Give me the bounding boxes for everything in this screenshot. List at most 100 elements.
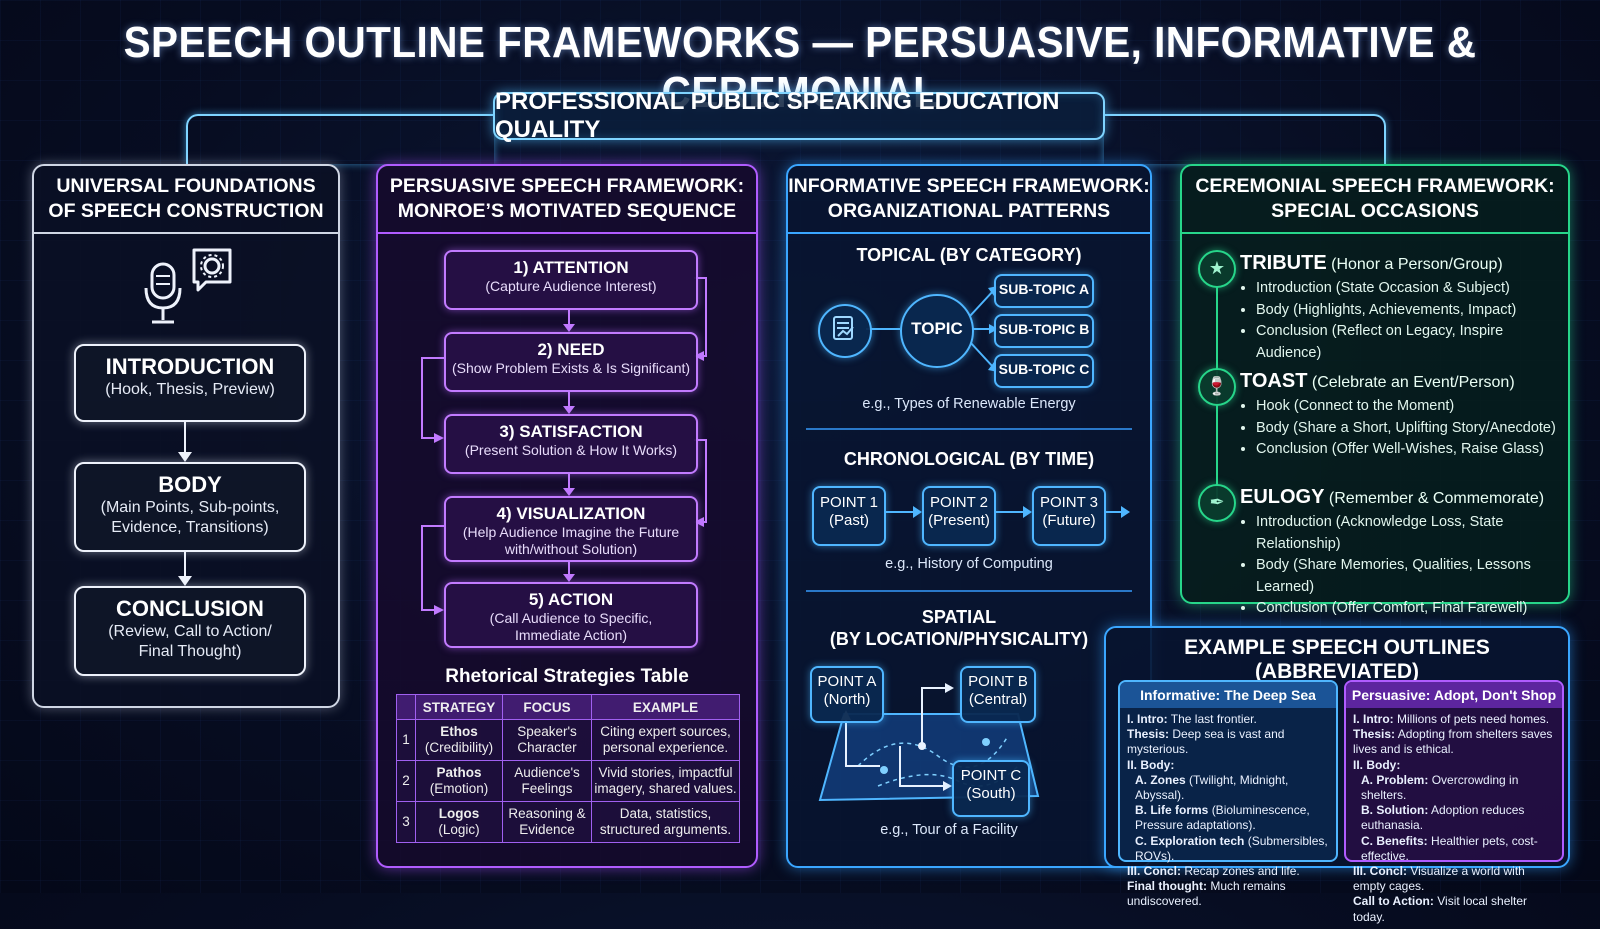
- strategy-cell: Logos(Logic): [415, 801, 503, 843]
- eulogy-item: EULOGY (Remember & Commemorate) Introduc…: [1240, 486, 1558, 620]
- tribute-bullets: Introduction (State Occasion & Subject) …: [1240, 278, 1558, 364]
- informative-example-card: Informative: The Deep Sea I. Intro: The …: [1118, 680, 1338, 908]
- arrow-right: [994, 506, 1032, 518]
- divider: [1182, 232, 1568, 234]
- arrow-down: [178, 420, 192, 462]
- ceremonial-heading: CEREMONIAL SPEECH FRAMEWORK:SPECIAL OCCA…: [1195, 175, 1555, 222]
- divider: [788, 232, 1150, 234]
- chrono-point-1: POINT 1(Past): [812, 486, 886, 546]
- example-cell: Citing expert sources,personal experienc…: [591, 719, 740, 761]
- connector-left: [186, 114, 494, 164]
- topical-example: e.g., Types of Renewable Energy: [862, 396, 1076, 412]
- focus-cell: Reasoning &Evidence: [502, 801, 592, 843]
- divider: [34, 232, 338, 234]
- card-body: I. Intro: Millions of pets need homes. T…: [1353, 712, 1553, 924]
- document-chart-icon: [818, 304, 872, 358]
- tribute-item: TRIBUTE (Honor a Person/Group) Introduct…: [1240, 252, 1558, 364]
- body-step: BODY (Main Points, Sub-points, Evidence,…: [74, 462, 306, 552]
- strategy-cell: Pathos(Emotion): [415, 760, 503, 802]
- row-number: 1: [396, 719, 416, 761]
- topical-title: TOPICAL (BY CATEGORY): [856, 245, 1082, 265]
- card-header: Persuasive: Adopt, Don't Shop: [1346, 682, 1562, 708]
- card-header: Informative: The Deep Sea: [1120, 682, 1336, 708]
- hand-award-icon: ★: [1198, 250, 1236, 288]
- table-header-cell: STRATEGY: [415, 694, 503, 720]
- spatial-point-a: POINT A(North): [810, 666, 884, 723]
- list-item: Hook (Connect to the Moment): [1256, 396, 1558, 418]
- toast-bullets: Hook (Connect to the Moment) Body (Share…: [1240, 396, 1558, 461]
- step-visualization: 4) VISUALIZATION (Help Audience Imagine …: [444, 496, 698, 562]
- examples-title: EXAMPLE SPEECH OUTLINES (ABBREVIATED): [1184, 636, 1490, 683]
- subtitle-banner: PROFESSIONAL PUBLIC SPEAKING EDUCATION Q…: [493, 88, 1105, 143]
- divider: [806, 590, 1132, 592]
- list-item: Introduction (Acknowledge Loss, State Re…: [1256, 512, 1558, 555]
- arrow-down: [563, 308, 575, 332]
- topic-node: TOPIC: [900, 294, 974, 368]
- row-number: 2: [396, 760, 416, 802]
- list-item: Introduction (State Occasion & Subject): [1256, 278, 1558, 300]
- divider: [806, 428, 1132, 430]
- chrono-point-2: POINT 2(Present): [922, 486, 996, 546]
- chronological-title: CHRONOLOGICAL (BY TIME): [843, 449, 1095, 469]
- introduction-step: INTRODUCTION (Hook, Thesis, Preview): [74, 344, 306, 422]
- spatial-example: e.g., Tour of a Facility: [880, 822, 1018, 838]
- arrow-right: [1104, 506, 1130, 518]
- rhetorical-strategies-table: STRATEGY FOCUS EXAMPLE 1 Ethos(Credibili…: [396, 694, 740, 843]
- sequence-loop-lines: [421, 277, 707, 615]
- informative-heading: INFORMATIVE SPEECH FRAMEWORK:ORGANIZATIO…: [788, 175, 1150, 222]
- spatial-title: SPATIAL (BY LOCATION/PHYSICALITY): [829, 607, 1089, 649]
- list-item: Body (Highlights, Achievements, Impact): [1256, 300, 1558, 322]
- table-header-cell: FOCUS: [502, 694, 592, 720]
- strategy-cell: Ethos(Credibility): [415, 719, 503, 761]
- ceremonial-framework-panel: CEREMONIAL SPEECH FRAMEWORK:SPECIAL OCCA…: [1180, 164, 1570, 616]
- card-body: I. Intro: The last frontier. Thesis: Dee…: [1127, 712, 1328, 909]
- glasses-icon: 🍷: [1198, 368, 1236, 406]
- page-title: SPEECH OUTLINE FRAMEWORKS — PERSUASIVE, …: [123, 18, 1477, 117]
- example-outlines-panel: EXAMPLE SPEECH OUTLINES (ABBREVIATED) In…: [1104, 626, 1570, 924]
- arrow-right: [884, 506, 922, 518]
- sub-topic-c: SUB-TOPIC C: [994, 354, 1094, 388]
- persuasive-example-card: Persuasive: Adopt, Don't Shop I. Intro: …: [1344, 680, 1564, 924]
- persuasive-framework-panel: PERSUASIVE SPEECH FRAMEWORK:MONROE’S MOT…: [376, 164, 758, 868]
- microphone-gear-icon: [144, 248, 232, 324]
- persuasive-heading: PERSUASIVE SPEECH FRAMEWORK:MONROE’S MOT…: [389, 175, 745, 222]
- feather-icon: ✒: [1198, 484, 1236, 522]
- list-item: Conclusion (Offer Well-Wishes, Raise Gla…: [1256, 439, 1558, 461]
- toast-item: TOAST (Celebrate an Event/Person) Hook (…: [1240, 370, 1558, 461]
- step-attention: 1) ATTENTION (Capture Audience Interest): [444, 250, 698, 310]
- list-item: Body (Share Memories, Qualities, Lessons…: [1256, 555, 1558, 598]
- arrow-down: [563, 390, 575, 414]
- eulogy-bullets: Introduction (Acknowledge Loss, State Re…: [1240, 512, 1558, 620]
- spatial-point-c: POINT C(South): [952, 760, 1030, 817]
- list-item: Body (Share a Short, Uplifting Story/Ane…: [1256, 418, 1558, 440]
- example-cell: Data, statistics,structured arguments.: [591, 801, 740, 843]
- list-item: Conclusion (Reflect on Legacy, Inspire A…: [1256, 321, 1558, 364]
- list-item: Conclusion (Offer Comfort, Final Farewel…: [1256, 598, 1558, 620]
- step-satisfaction: 3) SATISFACTION (Present Solution & How …: [444, 414, 698, 474]
- chronological-example: e.g., History of Computing: [885, 556, 1053, 572]
- rhetorical-table-title: Rhetorical Strategies Table: [445, 666, 689, 687]
- table-header-cell: EXAMPLE: [591, 694, 740, 720]
- informative-framework-panel: INFORMATIVE SPEECH FRAMEWORK:ORGANIZATIO…: [786, 164, 1152, 868]
- arrow-down: [563, 472, 575, 496]
- arrow-down: [178, 550, 192, 586]
- table-header-row: STRATEGY FOCUS EXAMPLE: [396, 694, 740, 720]
- step-need: 2) NEED (Show Problem Exists & Is Signif…: [444, 332, 698, 392]
- divider: [378, 232, 756, 234]
- sub-topic-a: SUB-TOPIC A: [994, 274, 1094, 308]
- sub-topic-b: SUB-TOPIC B: [994, 314, 1094, 348]
- table-row: 3 Logos(Logic) Reasoning &Evidence Data,…: [396, 801, 740, 843]
- table-header-cell: [396, 694, 416, 720]
- chrono-point-3: POINT 3(Future): [1032, 486, 1106, 546]
- spatial-point-b: POINT B(Central): [960, 666, 1036, 723]
- row-number: 3: [396, 801, 416, 843]
- conclusion-step: CONCLUSION (Review, Call to Action/ Fina…: [74, 586, 306, 676]
- step-action: 5) ACTION (Call Audience to Specific, Im…: [444, 582, 698, 648]
- arrow-down: [563, 560, 575, 582]
